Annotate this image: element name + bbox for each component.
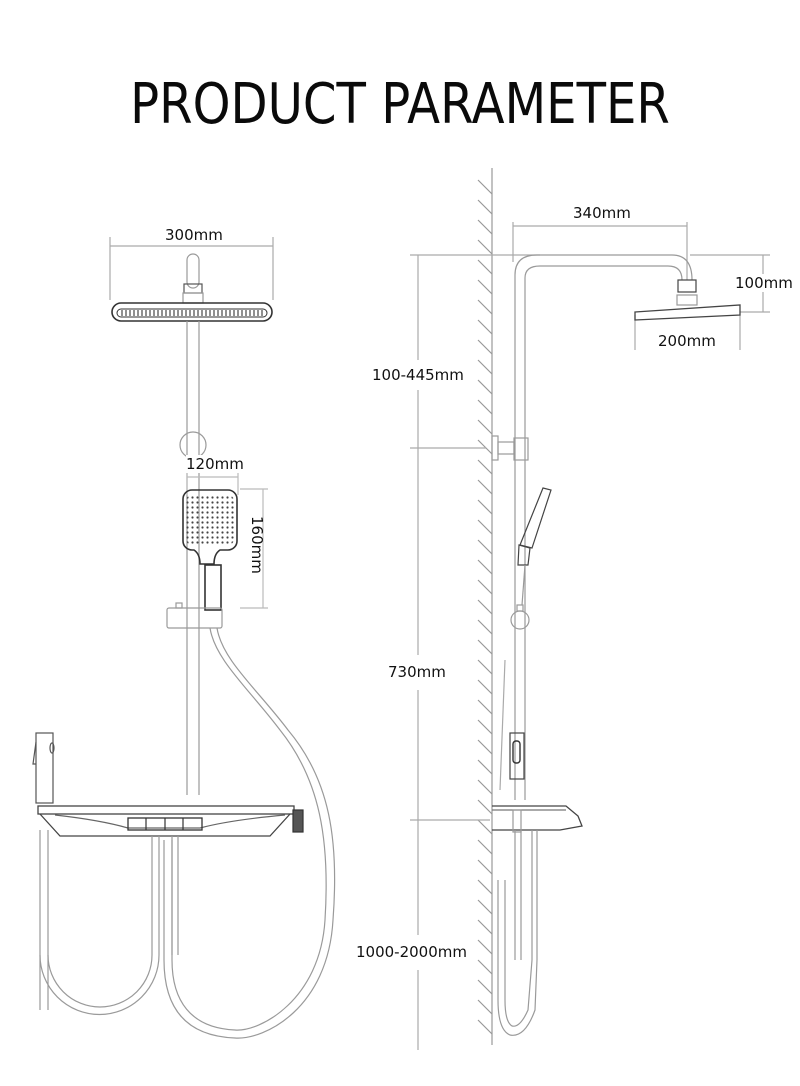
inlet-hoses [39,836,179,1016]
page-title: PRODUCT PARAMETER [130,72,670,137]
dimension-label-handheld-height: 160mm [248,516,266,574]
dimension-120mm [186,470,239,495]
vertical-dimension-line [410,254,540,1050]
dimension-label-head-drop: 100mm [735,274,793,292]
dimension-label-arm-reach: 340mm [573,204,631,222]
dimension-label-bracket-to-shelf: 730mm [388,663,446,681]
hoses [497,830,538,1036]
dimension-label-head-to-bracket: 100-445mm [372,366,464,384]
handheld-shower [517,487,552,606]
dimension-label-shelf-to-floor: 1000-2000mm [356,943,467,961]
shower-hose [163,627,336,1039]
dimension-160mm [240,488,268,609]
dimension-340mm [512,222,688,280]
shelf-mixer [492,805,583,833]
handheld-shower [182,489,238,611]
wall-hatching [477,168,493,1045]
overhead-shower-head [634,279,741,321]
side-view [410,168,770,1050]
overhead-shower-head [111,253,273,322]
shelf-mixer [37,805,304,837]
front-view [32,237,336,1039]
dimension-300mm [109,237,274,300]
dimension-label-handheld-width: 120mm [186,455,244,473]
dimension-label-head-diameter: 200mm [658,332,716,350]
wall-bracket [491,435,529,461]
slide-bracket [510,604,530,630]
bidet-sprayer [499,659,525,791]
dimension-200mm [634,315,741,350]
riser-rail [186,321,200,795]
dimension-label-overhead-width: 300mm [165,226,223,244]
bidet-sprayer [32,732,55,1010]
shower-arm [514,254,693,800]
slide-bracket [166,602,223,629]
